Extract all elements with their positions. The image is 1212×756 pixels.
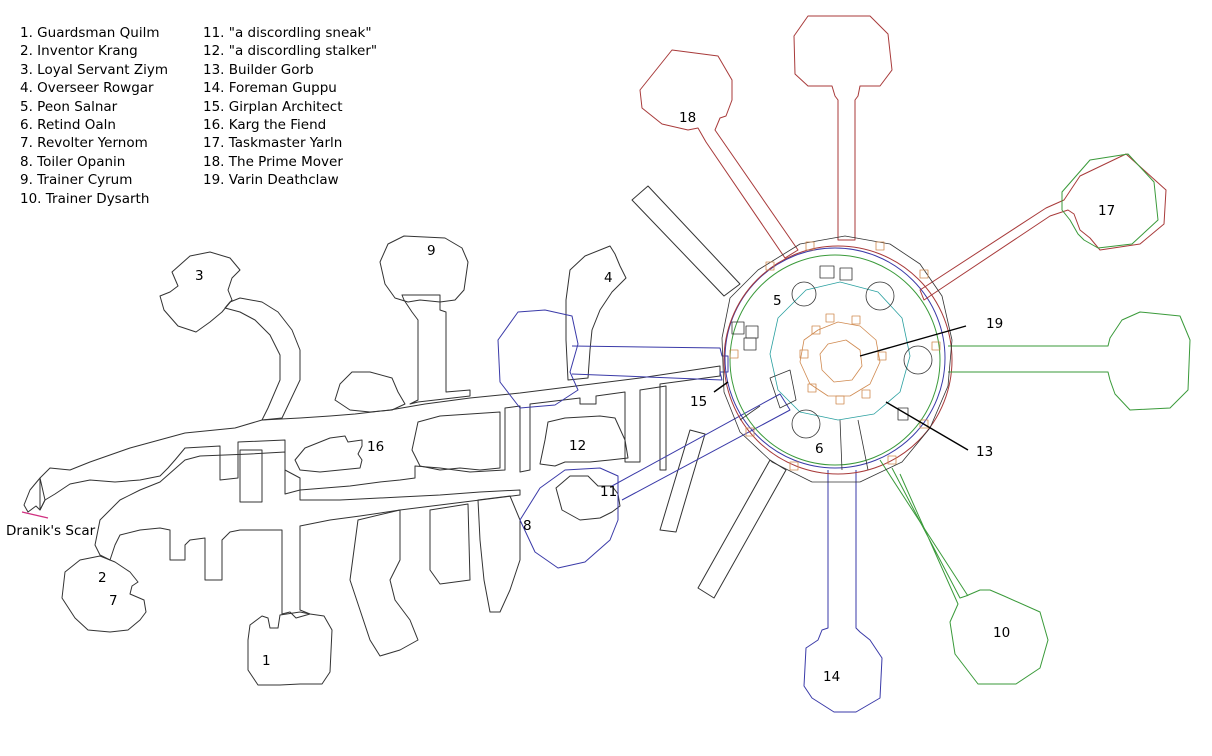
zone-exit-label: Dranik's Scar	[6, 523, 96, 539]
green-corridor-se-2	[879, 459, 969, 597]
legend-item: 10. Trainer Dysarth	[20, 190, 150, 207]
lower-corridor	[94, 451, 521, 619]
room-lower-mid-2	[477, 495, 521, 613]
room-16	[294, 435, 363, 473]
room-4	[565, 245, 627, 381]
marker-6: 6	[815, 441, 824, 457]
legend-column-left: 1. Guardsman Quilm 2. Inventor Krang 3. …	[20, 24, 168, 208]
marker-1: 1	[262, 653, 271, 669]
blue-room-west	[497, 309, 579, 409]
green-ring	[729, 254, 941, 466]
marker-14: 14	[823, 669, 840, 685]
legend-item: 15. Girplan Architect	[203, 98, 343, 115]
green-corridor-se	[891, 467, 1049, 685]
room-west-small	[334, 371, 406, 413]
green-room-17	[1061, 153, 1159, 249]
room-12	[539, 415, 629, 467]
room-lower-mid	[429, 503, 471, 585]
room-lower-left	[349, 509, 419, 657]
legend-item: 8. Toiler Opanin	[20, 153, 126, 170]
markers: 1 2 3 4 5 6 7 8 9 10 11 12 13 14 15 16 1…	[98, 110, 1115, 685]
room-1	[247, 611, 333, 686]
legend-item: 11. "a discordling sneak"	[203, 25, 372, 41]
legend-item: 14. Foreman Guppu	[203, 80, 337, 97]
marker-19: 19	[986, 316, 1003, 332]
zone-exit-line	[21, 511, 49, 519]
red-room-17	[919, 153, 1167, 301]
marker-15: 15	[690, 394, 707, 410]
central-chamber	[721, 235, 953, 483]
outer-dodecagon	[721, 235, 953, 483]
inner-pillars	[799, 313, 887, 405]
marker-16: 16	[367, 439, 384, 455]
branch-room-9	[401, 294, 471, 405]
marker-17: 17	[1098, 203, 1115, 219]
chamber-details	[731, 265, 933, 471]
legend-item: 17. Taskmaster Yarln	[203, 135, 343, 152]
core-inner	[819, 339, 863, 383]
central-block	[411, 411, 501, 471]
legend-item: 13. Builder Gorb	[203, 61, 314, 78]
corridor-sw-2	[697, 459, 787, 599]
blue-ring	[724, 247, 946, 469]
corridor-sw	[659, 429, 706, 533]
corridor-nw	[631, 185, 741, 297]
legend-item: 4. Overseer Rowgar	[20, 80, 154, 97]
base-level-walls	[23, 185, 787, 686]
pillar	[239, 449, 263, 503]
marker-18: 18	[679, 110, 696, 126]
legend-item: 7. Revolter Yernom	[20, 135, 148, 152]
legend-item: 12. "a discordling stalker"	[203, 43, 378, 60]
blue-corridor-8	[611, 393, 791, 501]
room-2-7	[61, 555, 147, 633]
legend-item: 3. Loyal Servant Ziym	[20, 61, 168, 78]
marker-12: 12	[569, 438, 586, 454]
blue-corridor-south	[803, 470, 883, 713]
marker-2: 2	[98, 570, 107, 586]
inner-dodecagon	[769, 281, 911, 421]
red-room-18	[639, 49, 799, 259]
marker-13: 13	[976, 444, 993, 460]
green-room-east	[948, 311, 1191, 411]
pointer-lines	[713, 325, 969, 451]
legend-item: 19. Varin Deathclaw	[203, 172, 339, 189]
marker-8: 8	[523, 518, 532, 534]
room-11	[555, 475, 621, 521]
legend-item: 9. Trainer Cyrum	[20, 172, 133, 189]
branch-room-3	[224, 297, 301, 421]
marker-10: 10	[993, 625, 1010, 641]
marker-9: 9	[427, 243, 436, 259]
legend-item: 2. Inventor Krang	[20, 43, 138, 60]
legend-item: 5. Peon Salnar	[20, 98, 118, 115]
legend-column-right: 11. "a discordling sneak" 12. "a discord…	[203, 24, 377, 190]
blue-corridor-west	[571, 345, 729, 381]
marker-3: 3	[195, 268, 204, 284]
legend-item: 18. The Prime Mover	[203, 153, 343, 170]
legend-item: 16. Karg the Fiend	[203, 117, 327, 134]
green-level-walls	[729, 153, 1191, 685]
red-room-north	[793, 15, 893, 241]
blue-level-walls	[497, 247, 946, 713]
room-9	[379, 235, 469, 303]
marker-7: 7	[109, 593, 118, 609]
legend-item: 6. Retind Oaln	[20, 117, 116, 134]
marker-4: 4	[604, 270, 613, 286]
blue-room-8	[519, 467, 619, 569]
marker-5: 5	[773, 293, 782, 309]
red-ring	[723, 245, 953, 475]
outer-pillars	[729, 241, 941, 471]
room-3	[159, 251, 241, 333]
red-level-walls	[639, 15, 1167, 475]
legend-item: 1. Guardsman Quilm	[20, 25, 160, 41]
marker-11: 11	[600, 484, 617, 500]
exit-hook	[23, 477, 46, 513]
